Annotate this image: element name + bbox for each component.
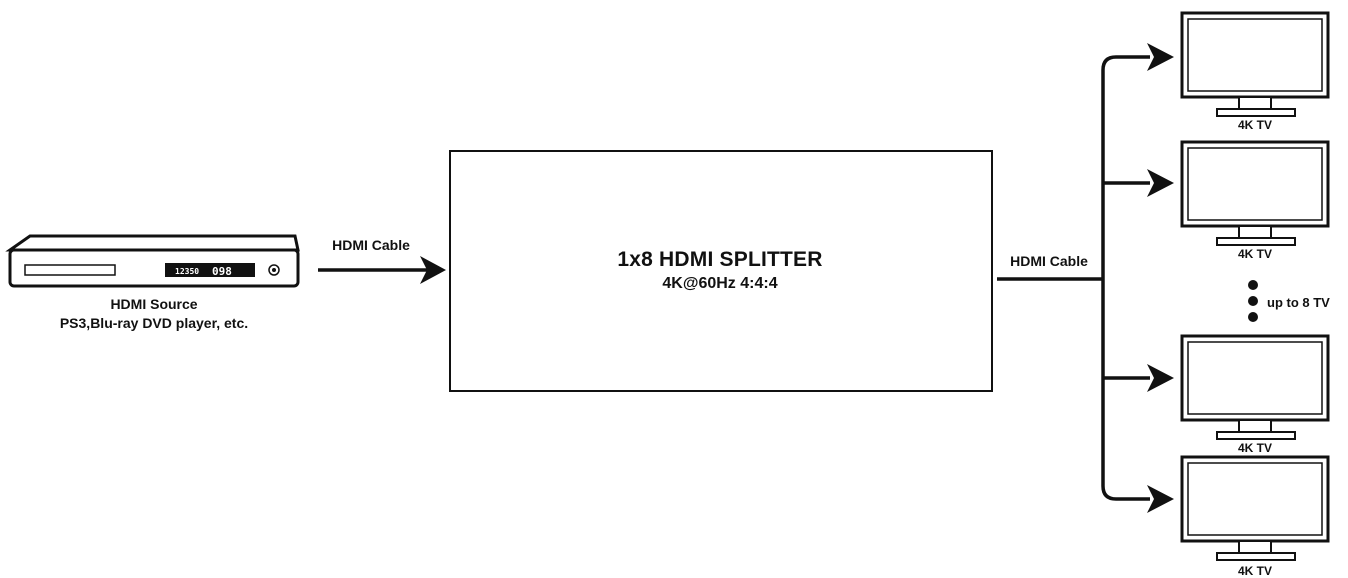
input-cable-label: HDMI Cable bbox=[332, 237, 410, 253]
source-title: HDMI Source bbox=[110, 296, 198, 312]
tv-icon bbox=[1180, 11, 1330, 117]
ellipsis-dot bbox=[1248, 280, 1258, 290]
branch-bottom bbox=[1101, 485, 1150, 501]
splitter-box bbox=[449, 150, 993, 392]
ellipsis-dot bbox=[1248, 312, 1258, 322]
tv-arrow-1 bbox=[1147, 43, 1174, 71]
branch-top bbox=[1101, 55, 1150, 71]
tv-icon bbox=[1180, 140, 1330, 246]
tv-arrow-4 bbox=[1147, 485, 1174, 513]
tv-label: 4K TV bbox=[1237, 564, 1273, 578]
tv-icon bbox=[1180, 455, 1330, 561]
output-cable-label: HDMI Cable bbox=[1010, 253, 1088, 269]
tv-label: 4K TV bbox=[1237, 247, 1273, 261]
ellipsis-dot bbox=[1248, 296, 1258, 306]
tv-label: 4K TV bbox=[1237, 118, 1273, 132]
dvd-player-icon: 12350 098 bbox=[5, 234, 300, 288]
display-left-readout: 12350 bbox=[175, 267, 199, 276]
input-arrow-head bbox=[420, 256, 446, 284]
more-tvs-label: up to 8 TV bbox=[1267, 295, 1330, 310]
tv-icon bbox=[1180, 334, 1330, 440]
display-right-readout: 098 bbox=[212, 265, 232, 278]
splitter-subtitle: 4K@60Hz 4:4:4 bbox=[662, 275, 778, 292]
tv-label: 4K TV bbox=[1237, 441, 1273, 455]
tv-arrow-3 bbox=[1147, 364, 1174, 392]
splitter-title: 1x8 HDMI SPLITTER bbox=[617, 248, 823, 271]
source-subtitle: PS3,Blu-ray DVD player, etc. bbox=[59, 315, 249, 331]
tv-arrow-2 bbox=[1147, 169, 1174, 197]
